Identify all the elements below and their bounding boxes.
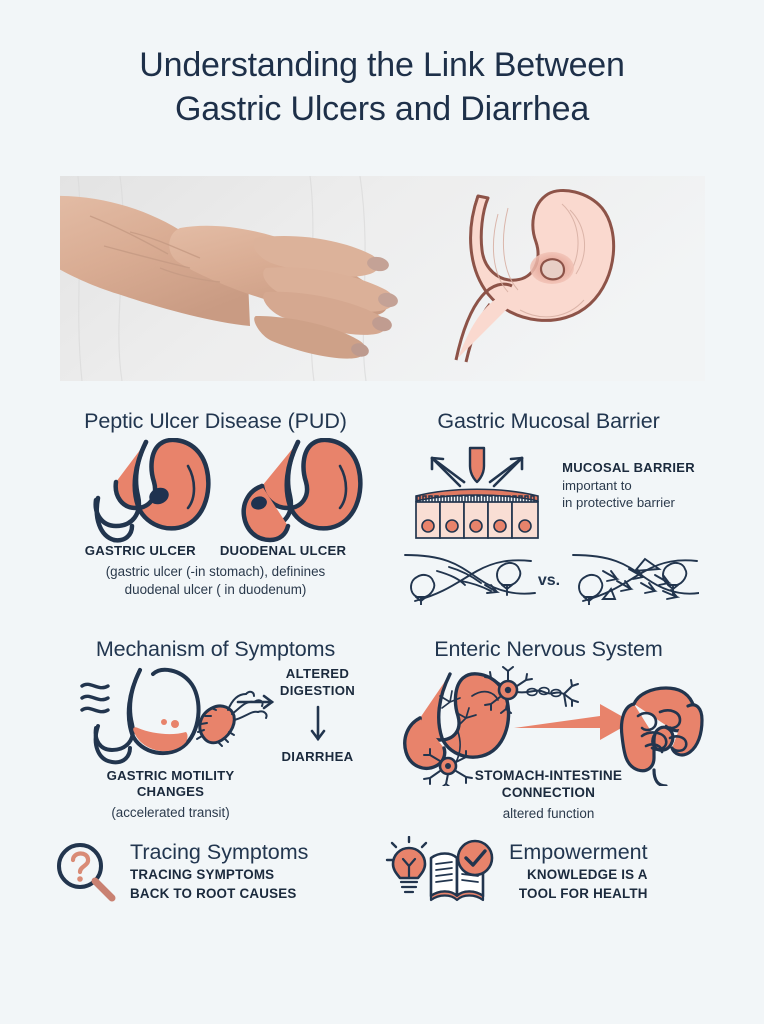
pud-stomach-pair-icon [92,437,363,543]
stomach-innervated-icon [402,671,510,770]
arrow-down-icon [310,705,325,742]
tracing-sub-line-1: TRACING SYMPTOMS [130,866,275,882]
river-comparison-icon: vs. [403,553,699,605]
ens-label-line-1: STOMACH-INTESTINE [474,767,623,783]
section-mechanism: Mechanism of Symptoms [52,637,379,822]
motility-label-line-1: GASTRIC MOTILITY [106,767,235,783]
sections-grid: Peptic Ulcer Disease (PUD) [52,409,712,822]
calm-river-icon [403,553,536,605]
empowerment-icon-group [385,836,494,902]
empowerment-sub-line-1: KNOWLEDGE IS A [527,866,648,882]
gastric-ulcer-stomach-icon [92,437,211,543]
empowerment-sub-line-2: TOOL FOR HEALTH [518,885,648,901]
pud-caption-line-2: duodenal ulcer ( in duodenum) [124,581,307,597]
mucosal-top-row: MUCOSAL BARRIER important to in protecti… [385,438,712,543]
motility-label-line-2: CHANGES [136,784,205,800]
page-title: Understanding the Link Between Gastric U… [139,44,625,131]
neuron-icon [422,747,473,786]
mucosal-heading: Gastric Mucosal Barrier [437,408,660,433]
mechanism-art-row: ALTERED DIGESTION DIARRHEA [52,666,379,766]
shield-icon [468,446,486,483]
ulcer-spot [148,487,169,505]
motility-caption: (accelerated transit) [111,804,230,820]
ens-art [385,665,712,786]
title-line-2: Gastric Ulcers and Diarrhea [174,89,590,128]
hand-on-abdomen [59,195,398,359]
section-mucosal-barrier: Gastric Mucosal Barrier [385,409,712,605]
ens-labels: STOMACH-INTESTINE CONNECTION altered fun… [385,768,712,822]
ens-heading: Enteric Nervous System [434,636,663,661]
h-pylori-icon [195,690,268,747]
ens-caption: altered function [502,805,595,821]
tracing-sub-line-2: BACK TO ROOT CAUSES [130,885,297,901]
mechanism-flow: ALTERED DIGESTION DIARRHEA [280,666,355,766]
label-gastric-ulcer: GASTRIC ULCER [84,542,196,558]
motility-stomach-bacteria-icon [80,667,275,765]
check-circle-icon [456,839,494,877]
banner-empowerment: Empowerment KNOWLEDGE IS A TOOL FOR HEAL… [385,836,712,906]
mucus-layer [415,488,539,502]
altered-digestion-line-2: DIGESTION [279,682,356,698]
banner-tracing-symptoms: Tracing Symptoms TRACING SYMPTOMS BACK T… [52,836,379,906]
vs-label: vs. [537,572,559,589]
epithelial-cells [415,495,539,539]
gastric-fluid [133,727,188,751]
bottom-banners: Tracing Symptoms TRACING SYMPTOMS BACK T… [52,836,712,906]
ens-diagram-icon [402,665,704,786]
altered-digestion-line-1: ALTERED [285,666,350,682]
tree-icon [409,573,435,605]
neuron-icon [483,665,579,714]
mucosal-callout-title: MUCOSAL BARRIER [562,459,695,475]
mucosal-barrier-icon [415,446,539,539]
mucosal-callout-line-2: in protective barrier [562,495,675,511]
connection-arrow-icon [513,703,632,740]
tree-icon [495,561,521,596]
ulcer-spot [250,496,267,510]
turbulent-river-icon [571,553,699,605]
river-comparison: vs. [385,545,712,605]
label-duodenal-ulcer: DUODENAL ULCER [219,542,347,558]
hero-illustration [59,175,705,381]
mechanism-heading: Mechanism of Symptoms [95,636,336,661]
lightbulb-icon [385,836,428,894]
pud-caption-line-1: (gastric ulcer (-in stomach), definines [105,564,326,580]
tracing-title: Tracing Symptoms [130,840,309,865]
empowerment-title: Empowerment [509,840,648,865]
stomach-ulcer-illustration [454,188,615,363]
pud-art [52,437,379,543]
hero-image [59,175,705,381]
pud-caption: (gastric ulcer (-in stomach), definines … [52,563,379,598]
diarrhea-node: DIARRHEA [281,749,354,765]
tree-icon [661,561,687,596]
magnifier-question-icon [57,843,116,902]
pud-label-row: GASTRIC ULCER DUODENAL ULCER [52,543,379,560]
title-line-1: Understanding the Link Between [139,46,625,84]
intestine-icon [619,686,704,786]
duodenal-ulcer-stomach-icon [240,437,363,543]
section-pud: Peptic Ulcer Disease (PUD) [52,409,379,605]
tracing-text: Tracing Symptoms TRACING SYMPTOMS BACK T… [130,840,308,902]
mechanism-labels: GASTRIC MOTILITY CHANGES (accelerated tr… [52,768,379,821]
mucosal-callout: MUCOSAL BARRIER important to in protecti… [562,438,695,512]
section-ens: Enteric Nervous System [385,637,712,822]
arrow-right-icon [236,694,275,710]
mucosal-callout-line-1: important to [562,477,632,493]
stomach-outline-icon [93,667,201,765]
empowerment-text: Empowerment KNOWLEDGE IS A TOOL FOR HEAL… [509,840,648,902]
ens-label-line-2: CONNECTION [501,784,596,800]
motility-waves-icon [80,682,110,714]
tree-icon [577,573,603,605]
pud-heading: Peptic Ulcer Disease (PUD) [84,408,347,433]
